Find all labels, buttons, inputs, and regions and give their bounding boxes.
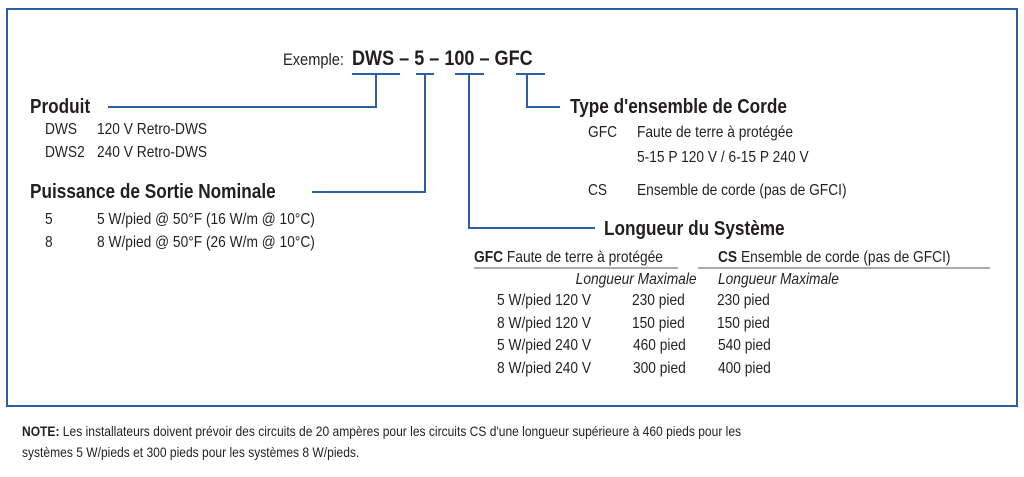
produit-desc: 240 V Retro-DWS	[97, 144, 208, 161]
connector-puissance	[312, 74, 426, 193]
produit-title: Produit	[30, 96, 91, 118]
puissance-code: 8	[45, 234, 53, 251]
longueur-title: Longueur du Système	[604, 218, 785, 240]
table-cell-gfc: 230 pied	[632, 292, 685, 309]
example-label: Exemple:	[283, 50, 344, 69]
table-cell-cs: 540 pied	[718, 337, 771, 354]
produit-desc: 120 V Retro-DWS	[97, 121, 208, 138]
table-cell-cs: 400 pied	[718, 360, 771, 377]
produit-code: DWS2	[45, 144, 85, 161]
table-row-label: 8 W/pied 120 V	[497, 315, 592, 332]
type-code: GFC	[588, 124, 618, 141]
table-header-gfc: GFC Faute de terre à protégée	[474, 249, 663, 266]
note-line-2: systèmes 5 W/pieds et 300 pieds pour les…	[22, 444, 360, 460]
type-desc-line2: 5-15 P 120 V / 6-15 P 240 V	[637, 149, 809, 166]
table-subheader-gfc: Longueur Maximale	[576, 271, 697, 288]
puissance-desc: 5 W/pied @ 50°F (16 W/m @ 10°C)	[97, 211, 315, 228]
table-cell-gfc: 300 pied	[633, 360, 686, 377]
type-code: CS	[588, 182, 608, 199]
produit-code: DWS	[45, 121, 78, 138]
connector-produit	[108, 74, 377, 108]
table-row-label: 5 W/pied 240 V	[497, 337, 592, 354]
connector-type	[526, 74, 560, 108]
table-cell-cs: 150 pied	[717, 315, 770, 332]
example-code: DWS – 5 – 100 – GFC	[352, 47, 533, 70]
connector-longueur	[468, 74, 595, 229]
table-subheader-cs: Longueur Maximale	[718, 271, 839, 288]
table-header-cs: CS Ensemble de corde (pas de GFCI)	[718, 249, 951, 266]
table-row-label: 5 W/pied 120 V	[497, 292, 592, 309]
table-cell-gfc: 150 pied	[632, 315, 685, 332]
puissance-title: Puissance de Sortie Nominale	[30, 181, 276, 203]
type-desc: Faute de terre à protégée	[637, 124, 794, 141]
table-cell-gfc: 460 pied	[633, 337, 686, 354]
type-title: Type d'ensemble de Corde	[570, 96, 787, 118]
diagram-frame	[6, 8, 1018, 407]
type-desc: Ensemble de corde (pas de GFCI)	[637, 182, 847, 199]
table-row-label: 8 W/pied 240 V	[497, 360, 592, 377]
table-cell-cs: 230 pied	[717, 292, 770, 309]
puissance-code: 5	[45, 211, 53, 228]
note-line-1: NOTE: Les installateurs doivent prévoir …	[22, 423, 742, 439]
puissance-desc: 8 W/pied @ 50°F (26 W/m @ 10°C)	[97, 234, 315, 251]
